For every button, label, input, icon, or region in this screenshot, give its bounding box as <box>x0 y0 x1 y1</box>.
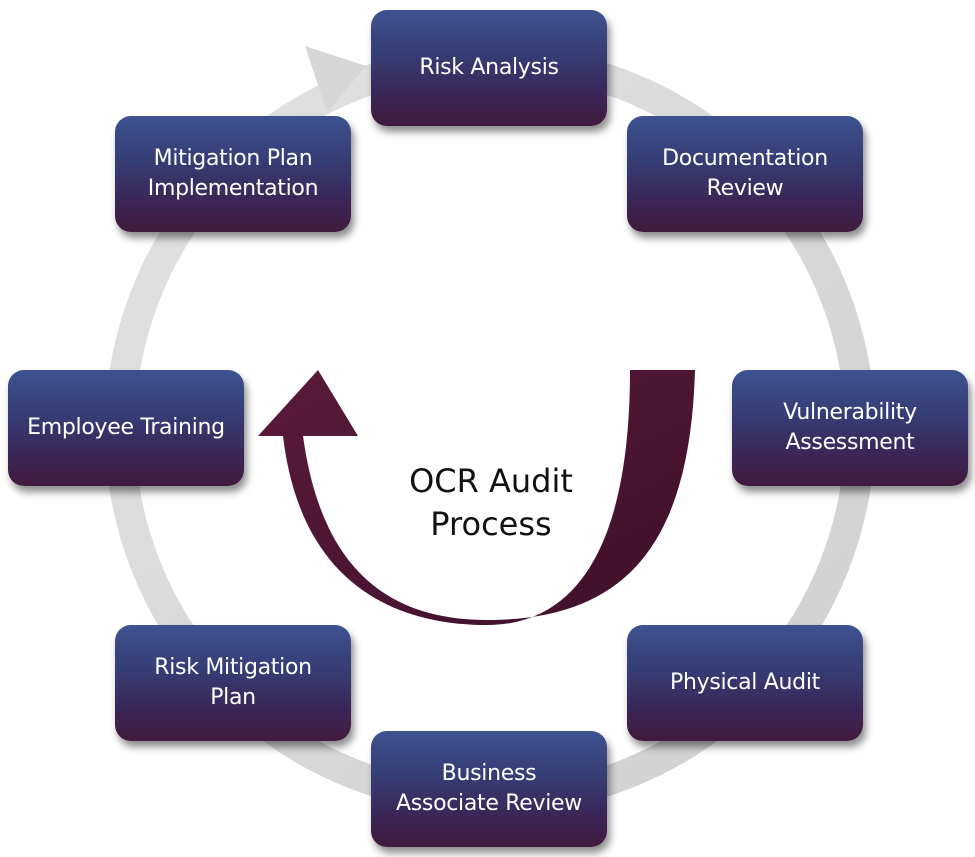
step-label: Risk Mitigation Plan <box>154 655 312 710</box>
step-business-associate-review: Business Associate Review <box>371 731 607 847</box>
step-mitigation-plan-implementation: Mitigation Plan Implementation <box>115 116 351 232</box>
step-documentation-review: Documentation Review <box>627 116 863 232</box>
step-label: Documentation Review <box>662 146 828 201</box>
step-label: Physical Audit <box>670 670 820 695</box>
step-employee-training: Employee Training <box>8 370 244 486</box>
step-label: Business Associate Review <box>396 761 582 816</box>
step-label: Employee Training <box>27 415 225 440</box>
step-physical-audit: Physical Audit <box>627 625 863 741</box>
step-label: Risk Analysis <box>419 55 559 80</box>
center-title: OCR Audit Process <box>409 462 573 543</box>
step-vulnerability-assessment: Vulnerability Assessment <box>732 370 968 486</box>
step-risk-mitigation-plan: Risk Mitigation Plan <box>115 625 351 741</box>
step-label: Vulnerability Assessment <box>783 400 917 455</box>
center-uturn-arrow <box>258 370 695 625</box>
step-risk-analysis: Risk Analysis <box>371 10 607 126</box>
step-label: Mitigation Plan Implementation <box>147 146 319 201</box>
cycle-arrowhead <box>305 46 366 112</box>
